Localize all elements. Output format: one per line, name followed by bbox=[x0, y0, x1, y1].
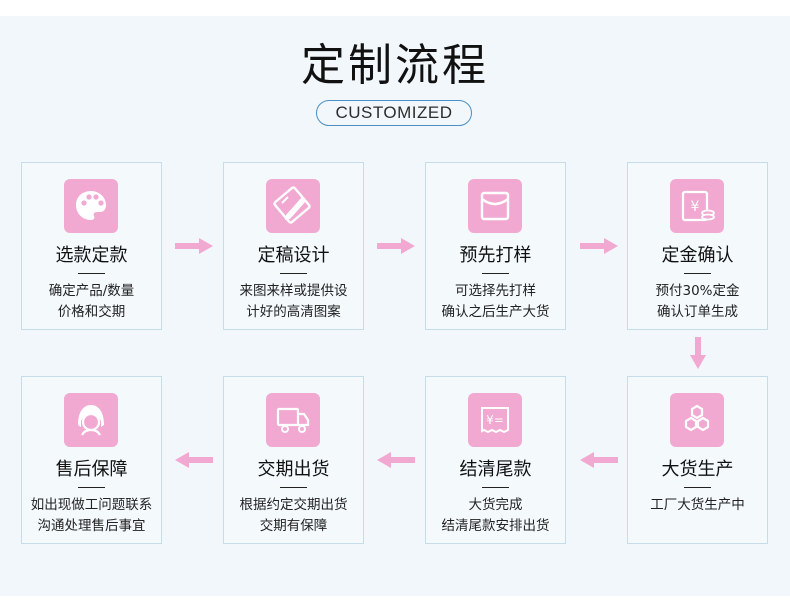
step-description: 大货完成 结清尾款安排出货 bbox=[441, 497, 550, 534]
divider bbox=[78, 487, 105, 488]
deposit-icon: ¥ bbox=[670, 179, 724, 233]
delivery-icon bbox=[266, 393, 320, 447]
divider bbox=[684, 273, 711, 274]
arrow-right-icon bbox=[175, 238, 213, 254]
arrow-left-icon bbox=[175, 452, 213, 468]
arrow-left-icon bbox=[377, 452, 415, 468]
palette-icon bbox=[64, 179, 118, 233]
step-card-delivery: 交期出货 根据约定交期出货 交期有保障 bbox=[223, 376, 364, 544]
step-title: 预先打样 bbox=[459, 245, 532, 266]
step-description: 预付30%定金 确认订单生成 bbox=[655, 283, 740, 320]
production-icon bbox=[670, 393, 724, 447]
step-card-payment: ¥= 结清尾款 大货完成 结清尾款安排出货 bbox=[425, 376, 566, 544]
arrow-down-icon bbox=[690, 337, 706, 369]
step-description: 确定产品/数量 价格和交期 bbox=[48, 283, 135, 320]
step-description: 如出现做工问题联系 沟通处理售后事宜 bbox=[30, 497, 153, 534]
step-title: 售后保障 bbox=[55, 459, 128, 480]
arrow-left-icon bbox=[580, 452, 618, 468]
step-title: 交期出货 bbox=[257, 459, 330, 480]
step-description: 根据约定交期出货 交期有保障 bbox=[239, 497, 348, 534]
step-card-support: 售后保障 如出现做工问题联系 沟通处理售后事宜 bbox=[21, 376, 162, 544]
arrow-right-icon bbox=[580, 238, 618, 254]
divider bbox=[280, 487, 307, 488]
sample-icon bbox=[468, 179, 522, 233]
step-description: 工厂大货生产中 bbox=[650, 497, 745, 513]
design-icon bbox=[266, 179, 320, 233]
support-icon bbox=[64, 393, 118, 447]
divider bbox=[482, 273, 509, 274]
arrow-right-icon bbox=[377, 238, 415, 254]
step-card-select: 选款定款 确定产品/数量 价格和交期 bbox=[21, 162, 162, 330]
divider bbox=[78, 273, 105, 274]
svg-text:¥=: ¥= bbox=[486, 413, 504, 427]
page-title: 定制流程 bbox=[301, 40, 489, 91]
divider bbox=[482, 487, 509, 488]
divider bbox=[684, 487, 711, 488]
payment-icon: ¥= bbox=[468, 393, 522, 447]
step-card-sample: 预先打样 可选择先打样 确认之后生产大货 bbox=[425, 162, 566, 330]
step-card-deposit: ¥ 定金确认 预付30%定金 确认订单生成 bbox=[627, 162, 768, 330]
step-card-design: 定稿设计 来图来样或提供设 计好的高清图案 bbox=[223, 162, 364, 330]
step-title: 选款定款 bbox=[55, 245, 128, 266]
step-title: 结清尾款 bbox=[459, 459, 532, 480]
step-description: 来图来样或提供设 计好的高清图案 bbox=[239, 283, 348, 320]
step-title: 定稿设计 bbox=[257, 245, 330, 266]
step-card-production: 大货生产 工厂大货生产中 bbox=[627, 376, 768, 544]
divider bbox=[280, 273, 307, 274]
step-description: 可选择先打样 确认之后生产大货 bbox=[441, 283, 550, 320]
svg-text:¥: ¥ bbox=[691, 199, 700, 215]
step-title: 定金确认 bbox=[661, 245, 734, 266]
page-subtitle: CUSTOMIZED bbox=[316, 100, 472, 126]
step-title: 大货生产 bbox=[661, 459, 734, 480]
